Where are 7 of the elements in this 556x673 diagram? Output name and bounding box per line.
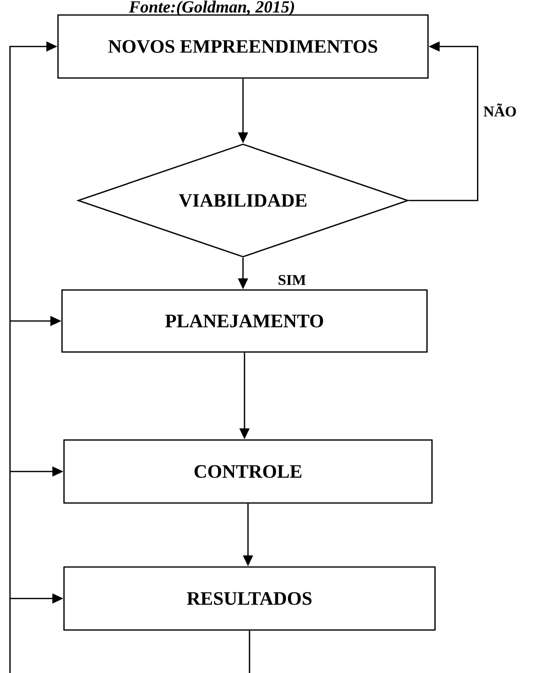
process-box: NOVOS EMPREENDIMENTOS xyxy=(57,14,429,79)
caption: Fonte:(Goldman, 2015) xyxy=(128,0,294,16)
process-box: CONTROLE xyxy=(63,439,433,504)
edge-label: SIM xyxy=(276,274,308,286)
process-box: RESULTADOS xyxy=(63,566,436,631)
edge-label: NÃO xyxy=(482,102,518,118)
process-box: PLANEJAMENTO xyxy=(61,289,428,353)
